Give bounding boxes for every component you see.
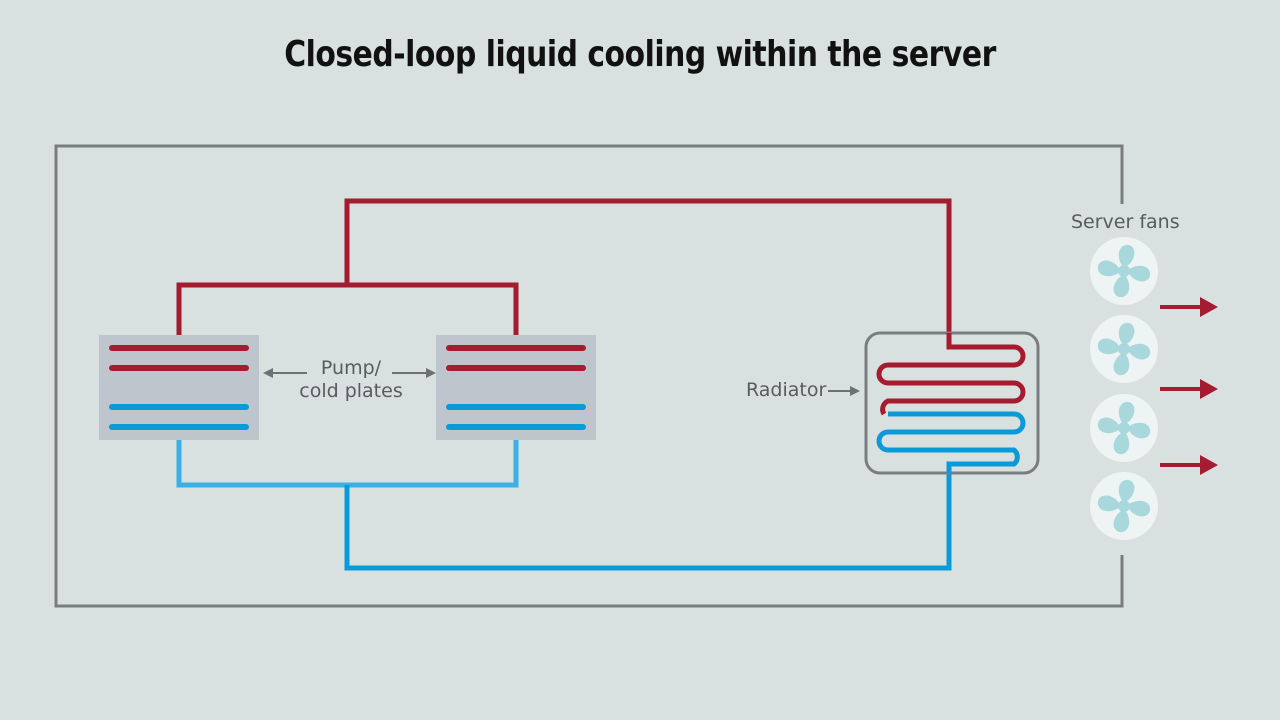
- pump-label-arrows: [263, 368, 436, 378]
- server-fans-label: Server fans: [1071, 211, 1180, 233]
- server-fans: [1090, 237, 1158, 540]
- radiator-coil-hot: [876, 333, 1026, 416]
- radiator-coil-cold: [876, 411, 1026, 473]
- cold-pipe-network: [176, 440, 952, 571]
- arrow-left-icon: [263, 368, 273, 378]
- cold-pipe-main: [344, 462, 952, 571]
- server-enclosure: [54, 144, 1124, 608]
- exhaust-arrow-icon: [1160, 455, 1218, 475]
- cold-pipe-plates: [176, 440, 519, 488]
- pump-cold-plates-label: Pump/ cold plates: [299, 357, 403, 402]
- arrow-right-icon: [850, 386, 860, 396]
- exhaust-arrows: [1160, 297, 1218, 475]
- fan-icon: [1090, 315, 1158, 383]
- arrow-right-icon: [426, 368, 436, 378]
- exhaust-arrow-icon: [1160, 379, 1218, 399]
- hot-pipe-plate-left: [176, 282, 519, 336]
- exhaust-arrow-icon: [1160, 297, 1218, 317]
- fan-icon: [1090, 472, 1158, 540]
- diagram-title: Closed-loop liquid cooling within the se…: [284, 34, 996, 75]
- cold-plate-right: [436, 335, 596, 440]
- fan-icon: [1090, 237, 1158, 305]
- fan-icon: [1090, 394, 1158, 462]
- hot-pipe-main: [344, 198, 952, 347]
- radiator: [828, 331, 1040, 475]
- cold-plate-left: [99, 335, 259, 440]
- hot-pipe-network: [176, 198, 952, 347]
- radiator-label: Radiator: [746, 379, 827, 401]
